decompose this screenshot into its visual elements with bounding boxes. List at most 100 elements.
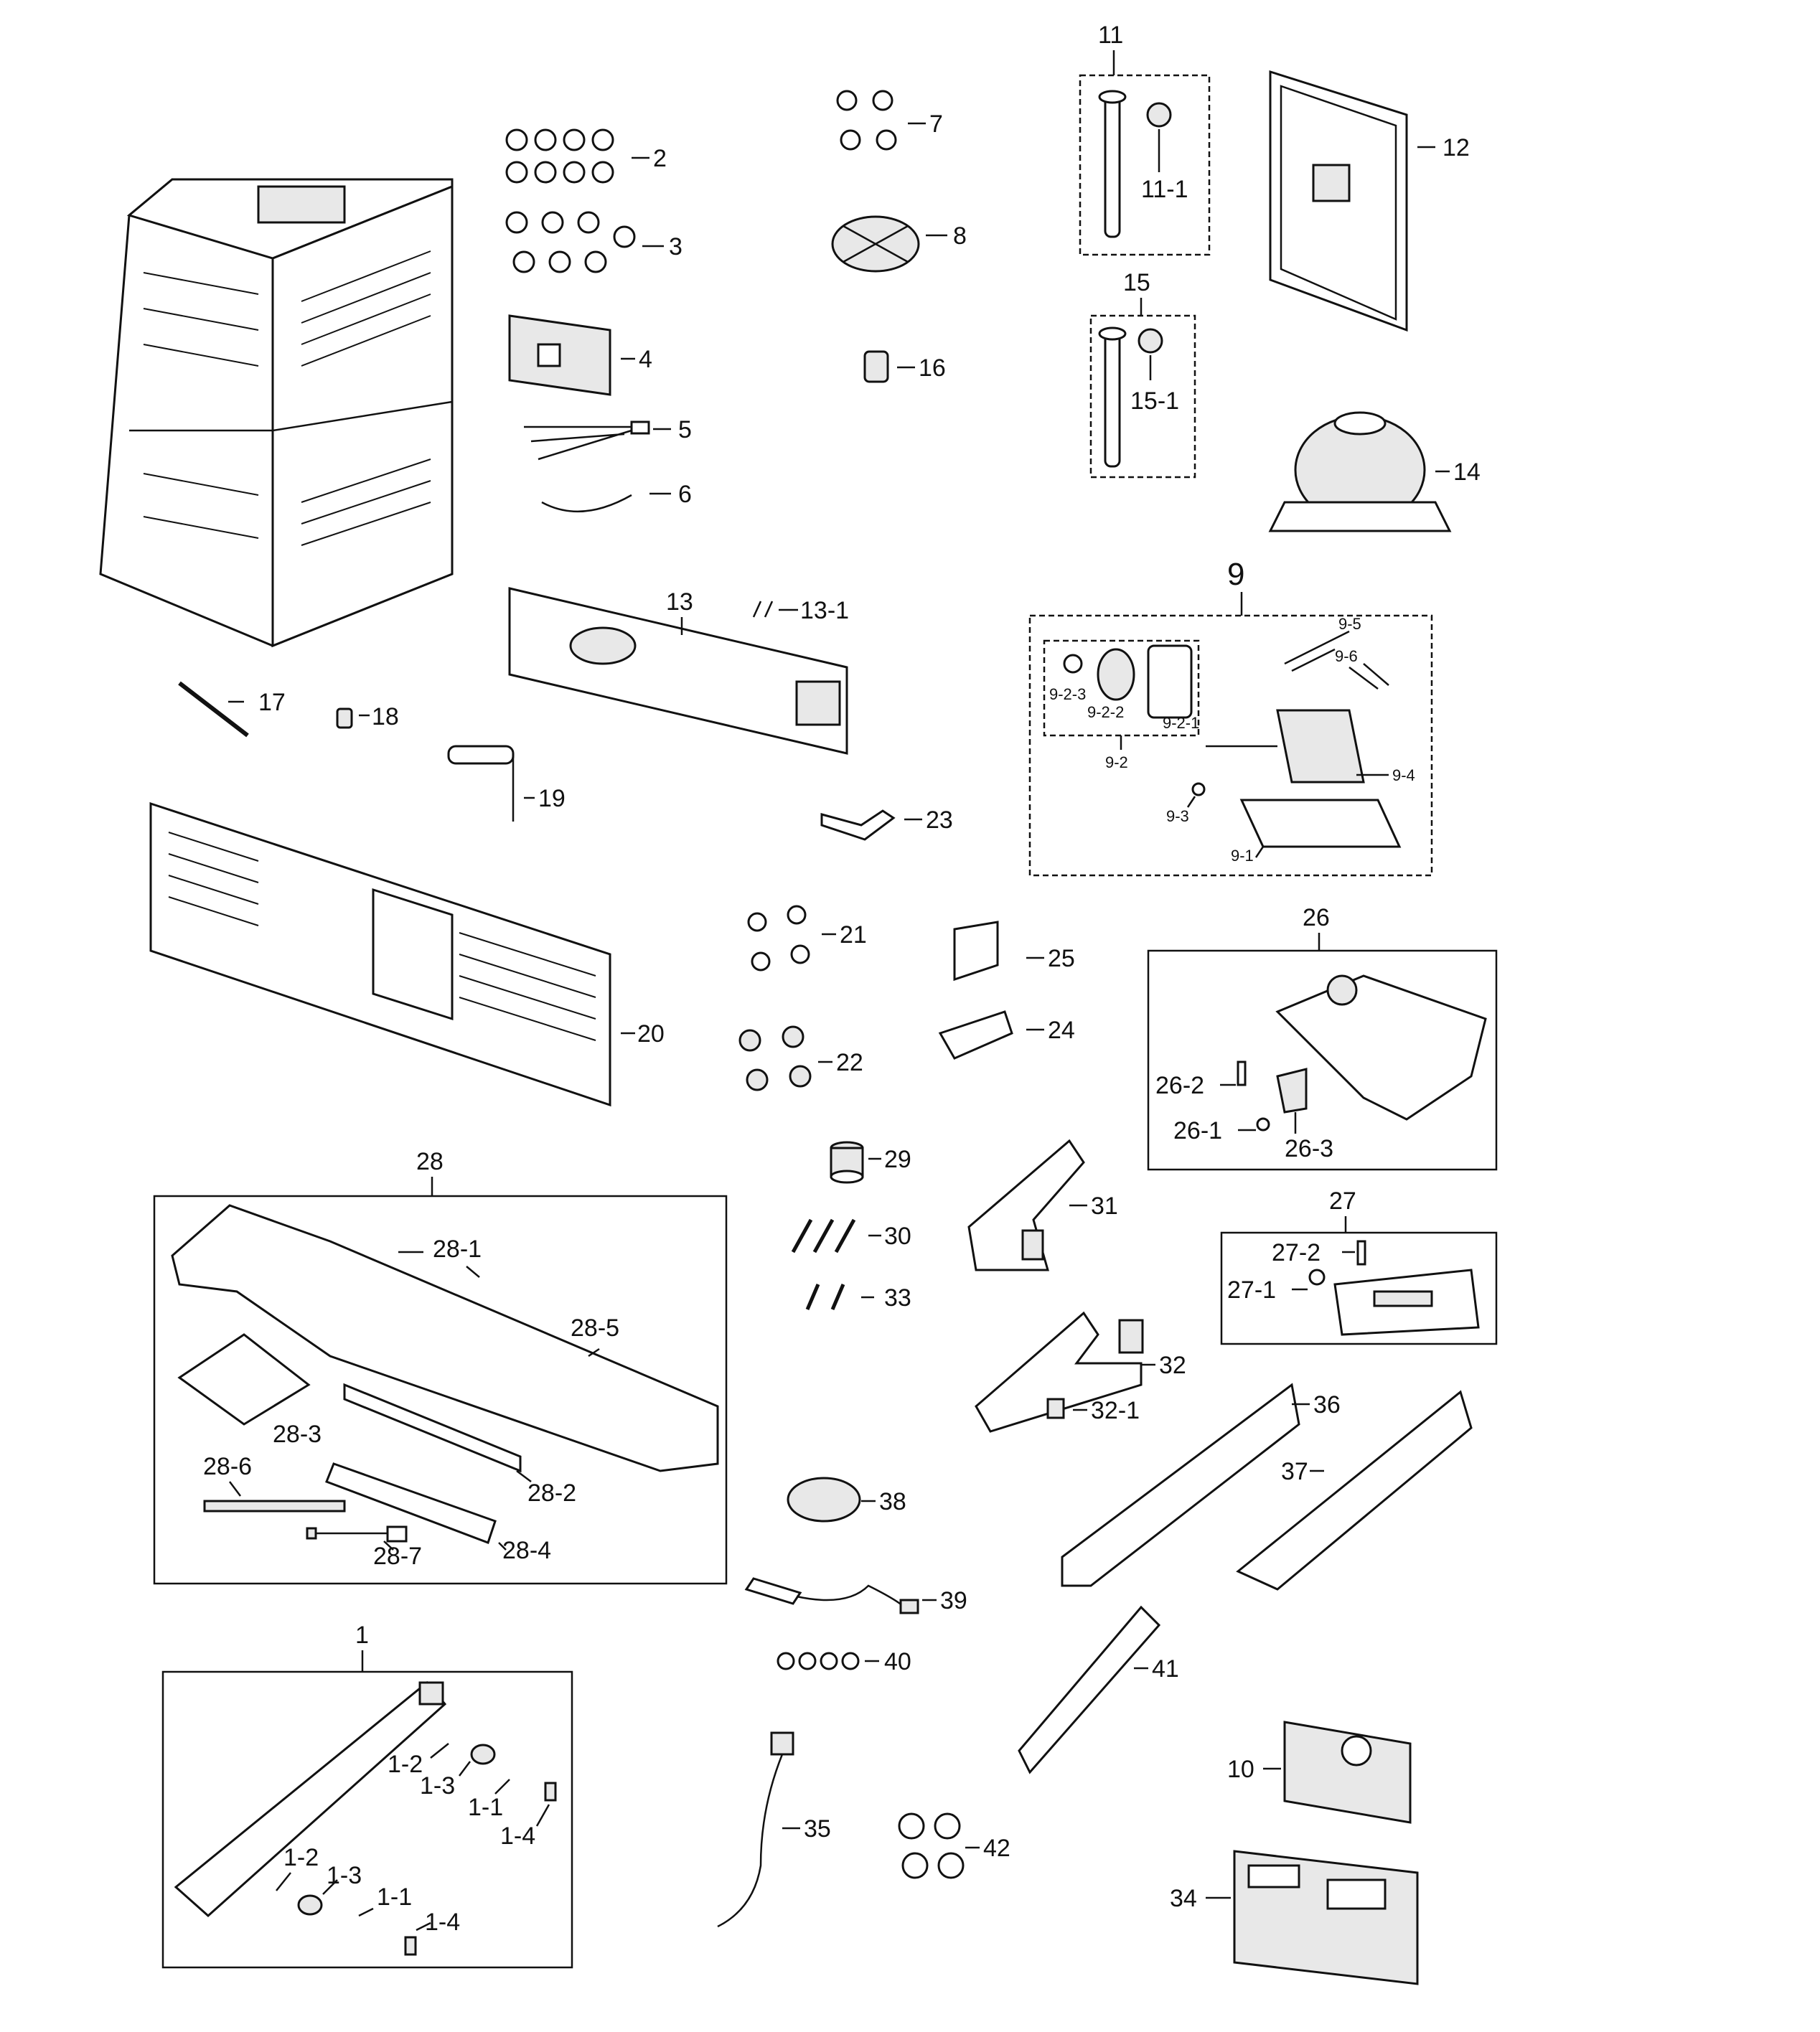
label-13: 13 bbox=[666, 588, 693, 616]
plate-28-3 bbox=[177, 1333, 311, 1426]
label-28-6: 28-6 bbox=[203, 1453, 252, 1480]
label-15: 15 bbox=[1123, 269, 1150, 296]
label-9: 9 bbox=[1227, 557, 1244, 592]
label-1-1a: 1-1 bbox=[468, 1794, 503, 1821]
sensor-11 bbox=[1098, 90, 1172, 238]
label-11: 11 bbox=[1098, 22, 1123, 49]
label-23: 23 bbox=[926, 806, 953, 834]
label-4: 4 bbox=[639, 346, 652, 373]
label-27: 27 bbox=[1329, 1187, 1356, 1215]
panel-13 bbox=[508, 587, 848, 755]
cap-16 bbox=[863, 350, 915, 383]
label-5: 5 bbox=[678, 416, 692, 443]
bracket-23 bbox=[820, 809, 922, 841]
label-1-4b: 1-4 bbox=[425, 1909, 460, 1936]
label-28-5: 28-5 bbox=[571, 1314, 619, 1342]
group-9-box bbox=[1028, 614, 1433, 877]
plate-26 bbox=[1275, 974, 1487, 1121]
screws-22 bbox=[738, 1025, 832, 1091]
label-28: 28 bbox=[416, 1148, 444, 1175]
label-18: 18 bbox=[372, 703, 399, 730]
part-26-3 bbox=[1276, 1068, 1308, 1134]
label-13-1: 13-1 bbox=[800, 597, 849, 624]
bar-28-2 bbox=[343, 1383, 532, 1482]
group-26-box bbox=[1147, 949, 1498, 1171]
label-2: 2 bbox=[653, 145, 667, 172]
bracket-24 bbox=[938, 1010, 1044, 1060]
label-11-1: 11-1 bbox=[1141, 176, 1188, 203]
screws-40 bbox=[777, 1652, 879, 1670]
label-29: 29 bbox=[884, 1146, 911, 1173]
label-25: 25 bbox=[1048, 945, 1075, 972]
label-9-2-3: 9-2-3 bbox=[1049, 685, 1086, 703]
label-26-1: 26-1 bbox=[1173, 1117, 1222, 1144]
roller-1-3b bbox=[297, 1879, 338, 1916]
bracket-25 bbox=[953, 921, 1044, 982]
label-14: 14 bbox=[1453, 458, 1481, 486]
screw-27-2 bbox=[1342, 1240, 1366, 1266]
fan-cover-8 bbox=[831, 215, 947, 273]
screws-33 bbox=[805, 1284, 874, 1310]
rail-41 bbox=[1018, 1605, 1161, 1774]
cabinet-assembly bbox=[99, 178, 454, 648]
label-1: 1 bbox=[355, 1622, 369, 1649]
label-8: 8 bbox=[953, 222, 967, 250]
evaporator-9-4 bbox=[1206, 709, 1389, 784]
pcb-4 bbox=[508, 314, 635, 396]
screws-42 bbox=[898, 1812, 980, 1879]
screw-26-1 bbox=[1238, 1117, 1270, 1132]
label-28-2: 28-2 bbox=[527, 1480, 576, 1507]
power-cord-35 bbox=[717, 1731, 800, 1928]
label-32-1: 32-1 bbox=[1091, 1397, 1140, 1424]
sensor-15 bbox=[1098, 326, 1163, 468]
screw-26-2 bbox=[1220, 1060, 1247, 1086]
label-27-1: 27-1 bbox=[1227, 1276, 1276, 1304]
pins-13-1 bbox=[752, 601, 798, 618]
label-37: 37 bbox=[1281, 1458, 1308, 1485]
label-9-4: 9-4 bbox=[1392, 766, 1415, 784]
label-39: 39 bbox=[940, 1587, 967, 1614]
label-15-1: 15-1 bbox=[1130, 387, 1179, 415]
foot-1-4b bbox=[404, 1922, 431, 1956]
label-16: 16 bbox=[919, 354, 946, 382]
label-28-1: 28-1 bbox=[433, 1236, 482, 1263]
group-15-box bbox=[1089, 314, 1196, 479]
group-1-box bbox=[161, 1670, 573, 1969]
label-22: 22 bbox=[836, 1049, 863, 1076]
label-9-1: 9-1 bbox=[1231, 847, 1254, 865]
label-31: 31 bbox=[1091, 1193, 1118, 1220]
hinge-32 bbox=[975, 1311, 1155, 1433]
label-1-3b: 1-3 bbox=[327, 1862, 362, 1889]
tray-9-1 bbox=[1239, 799, 1402, 858]
label-20: 20 bbox=[637, 1020, 665, 1048]
label-9-2: 9-2 bbox=[1105, 753, 1128, 771]
strip-28-4 bbox=[325, 1462, 507, 1551]
label-3: 3 bbox=[669, 233, 682, 260]
label-1-4a: 1-4 bbox=[500, 1822, 535, 1850]
label-40: 40 bbox=[884, 1648, 911, 1675]
pcb-34 bbox=[1206, 1850, 1419, 1985]
group-28-box bbox=[153, 1195, 728, 1585]
back-panel-20 bbox=[149, 801, 635, 1107]
label-34: 34 bbox=[1170, 1885, 1197, 1912]
screws-21 bbox=[747, 905, 836, 972]
screw-9-3 bbox=[1186, 782, 1206, 808]
label-1-3a: 1-3 bbox=[420, 1772, 455, 1800]
rail-1 bbox=[174, 1680, 447, 1918]
label-9-5: 9-5 bbox=[1338, 615, 1361, 633]
screws-3 bbox=[505, 211, 664, 273]
fan-9-2 bbox=[1063, 644, 1193, 719]
sensor-39 bbox=[744, 1577, 937, 1614]
harness-5 bbox=[524, 420, 671, 461]
label-21: 21 bbox=[840, 921, 867, 949]
label-24: 24 bbox=[1048, 1017, 1075, 1044]
heaters-9-5-9-6 bbox=[1284, 630, 1389, 690]
rail-36 bbox=[1061, 1383, 1310, 1587]
label-1-2b: 1-2 bbox=[283, 1844, 319, 1871]
compressor-14 bbox=[1268, 411, 1452, 532]
cover-12 bbox=[1269, 70, 1435, 332]
label-26-2: 26-2 bbox=[1155, 1072, 1204, 1099]
label-19: 19 bbox=[538, 785, 566, 812]
label-1-2a: 1-2 bbox=[388, 1751, 423, 1778]
